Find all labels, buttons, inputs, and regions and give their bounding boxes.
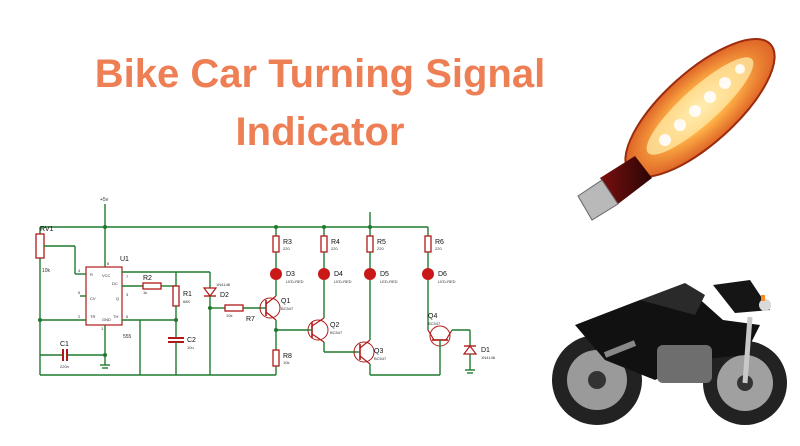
r5-value: 220	[377, 246, 384, 251]
q1-ref: Q1	[281, 298, 290, 305]
circuit-schematic: +5v RV1 10k U1 555 VCC DC CV GND TR Q R …	[35, 197, 496, 376]
r8-resistor: R8 10k	[272, 349, 292, 375]
d3-led: D3 LED-RED	[270, 252, 304, 296]
r6-ref: R6	[435, 239, 444, 246]
c1-ref: C1	[60, 341, 69, 348]
r3-value: 220	[283, 246, 290, 251]
d1-ref: D1	[481, 347, 490, 354]
rv1-value: 10k	[42, 268, 51, 274]
q4-ref: Q4	[428, 313, 437, 320]
r7-value: 10k	[226, 313, 232, 318]
u1-pin-r: R	[90, 272, 93, 277]
turn-signal-blinker-image	[577, 38, 776, 221]
c2-value: 10u	[187, 345, 194, 350]
u1-pin-4: 4	[78, 268, 81, 273]
c1-capacitor: C1 220n	[40, 341, 105, 369]
r3-resistor: R3 220	[272, 227, 292, 253]
rv1-potentiometer: RV1 10k	[35, 226, 76, 375]
rv1-ref: RV1	[40, 226, 54, 233]
d5-ref: D5	[380, 271, 389, 278]
u1-part: 555	[123, 334, 132, 340]
r6-value: 220	[435, 246, 442, 251]
d6-led: D6 LED-RED	[422, 252, 456, 330]
u1-pin-7: 7	[126, 274, 129, 279]
d2-ref: D2	[220, 292, 229, 299]
q3-part: BC547	[374, 356, 387, 361]
d4-ref: D4	[334, 271, 343, 278]
u1-pin-8: 8	[107, 261, 110, 266]
u1-pin-3: 3	[126, 292, 129, 297]
u1-pin-tr: TR	[90, 314, 95, 319]
u1-pin-th: TH	[113, 314, 118, 319]
r4-ref: R4	[331, 239, 340, 246]
d5-led: D5 LED-RED	[364, 252, 398, 340]
d3-ref: D3	[286, 271, 295, 278]
q4-part: BC547	[428, 321, 441, 326]
r1-resistor: R1 68K	[172, 285, 192, 330]
u1-pin-cv: CV	[90, 296, 96, 301]
d1-diode: D1 1N4148	[462, 330, 496, 374]
d6-value: LED-RED	[438, 279, 456, 284]
d3-value: LED-RED	[286, 279, 304, 284]
u1-ref: U1	[120, 256, 129, 263]
r2-ref: R2	[143, 275, 152, 282]
u1-pin-gnd: GND	[102, 317, 111, 322]
u1-555-timer: U1 555 VCC DC CV GND TR Q R TH 4 8 7 5 2…	[78, 256, 132, 340]
r5-resistor: R5 220	[366, 227, 386, 253]
q2-part: BC547	[330, 330, 343, 335]
c2-ref: C2	[187, 337, 196, 344]
q3-transistor: Q3 BC547	[353, 339, 387, 365]
q1-transistor: Q1 BC547	[259, 295, 294, 321]
d2-value: 1N4148	[216, 282, 231, 287]
q1-part: BC547	[281, 306, 294, 311]
r7-resistor: 10k R7	[210, 304, 262, 323]
d1-value: 1N4148	[481, 355, 496, 360]
r2-value: 1k	[143, 290, 147, 295]
motorcycle-image	[552, 280, 787, 425]
r7-ref: R7	[246, 316, 255, 323]
d6-ref: D6	[438, 271, 447, 278]
u1-pin-vcc: VCC	[102, 273, 111, 278]
d5-value: LED-RED	[380, 279, 398, 284]
u1-pin-1: 1	[101, 326, 104, 331]
u1-pin-6: 6	[126, 314, 129, 319]
d2-diode: 1N4148 D2	[202, 272, 231, 375]
d4-led: D4 LED-RED	[318, 252, 352, 318]
title-line-1: Bike Car Turning Signal	[94, 52, 546, 96]
q2-ref: Q2	[330, 322, 339, 329]
r5-ref: R5	[377, 239, 386, 246]
r8-value: 10k	[283, 360, 289, 365]
q3-ref: Q3	[374, 348, 383, 355]
u1-pin-dc: DC	[112, 281, 118, 286]
r1-ref: R1	[183, 291, 192, 298]
r2-resistor: R2 1k	[122, 275, 176, 295]
title-line-2: Indicator	[235, 110, 405, 154]
r8-ref: R8	[283, 353, 292, 360]
r6-resistor: R6 220	[424, 227, 444, 253]
u1-pin-q: Q	[116, 296, 119, 301]
r4-value: 220	[331, 246, 338, 251]
supply-label: +5v	[100, 197, 109, 203]
c2-capacitor: C2 10u	[168, 330, 196, 375]
c1-value: 220n	[60, 364, 69, 369]
u1-pin-5: 5	[78, 290, 81, 295]
r3-ref: R3	[283, 239, 292, 246]
r1-value: 68K	[183, 299, 190, 304]
r4-resistor: R4 220	[320, 227, 340, 253]
q2-transistor: Q2 BC547	[307, 317, 343, 343]
u1-pin-2: 2	[78, 314, 81, 319]
q4-transistor: Q4 BC547	[427, 313, 470, 375]
d4-value: LED-RED	[334, 279, 352, 284]
